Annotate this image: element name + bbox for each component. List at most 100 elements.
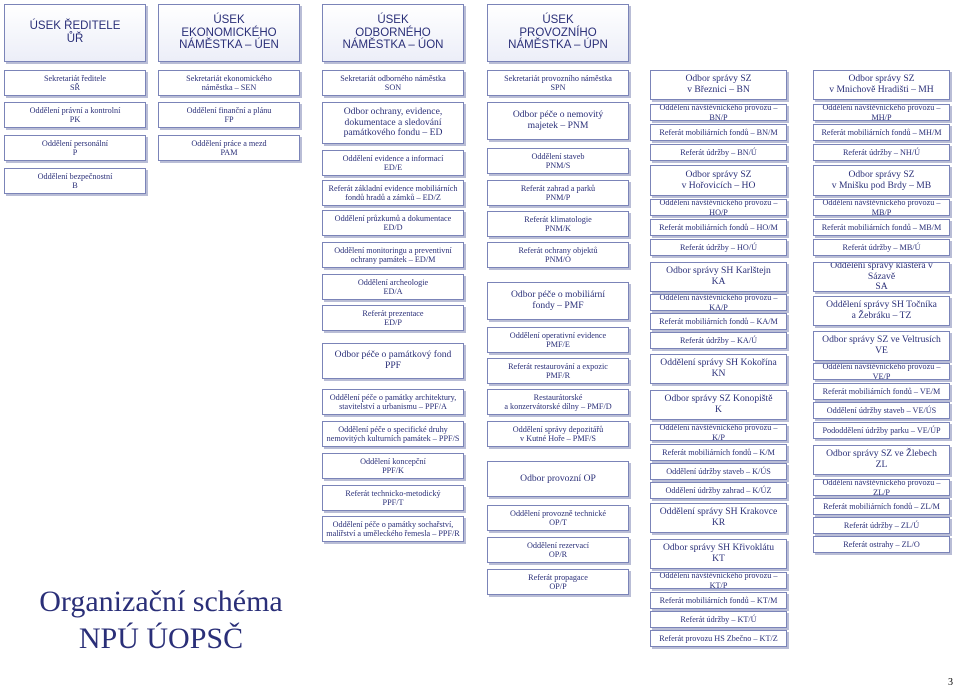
box-line: Odbor správy SZ <box>685 168 752 180</box>
box-mb-p: Oddělení návštěvnického provozu – MB/P <box>813 199 950 216</box>
box-line: Oddělení finanční a plánu <box>186 105 272 115</box>
box-bn-u: Referát údržby – BN/Ú <box>650 144 787 161</box>
box-line: Odbor provozní OP <box>520 472 596 484</box>
box-line: Sekretariát ředitele <box>43 73 107 83</box>
box-line: PK <box>69 115 81 124</box>
box-line: Oddělení průzkumů a dokumentace <box>334 213 452 223</box>
box-line: Referát klimatologie <box>524 214 592 224</box>
box-line: Odbor ochrany, evidence, <box>343 105 443 117</box>
schema-subtitle: NPÚ ÚOPSČ <box>78 622 244 655</box>
box-line: Referát propagace <box>528 572 588 582</box>
box-line: fondů hradů a zámků – ED/Z <box>345 193 441 202</box>
box-k-m: Referát mobiliárních fondů – K/M <box>650 444 787 461</box>
box-kt-u: Referát údržby – KT/Ú <box>650 611 787 628</box>
box-line: Odbor správy SZ <box>848 73 915 85</box>
box-line: SON <box>384 83 402 92</box>
box-line: Referát mobiliárních fondů – BN/M <box>659 127 778 137</box>
box-line: Oddělení archeologie <box>357 277 429 287</box>
box-ka-p: Oddělení návštěvnického provozu – KA/P <box>650 294 787 311</box>
box-line: Oddělení návštěvnického provozu – MB/P <box>822 199 941 216</box>
box-line: stavitelství a urbanismu – PPF/A <box>339 402 447 411</box>
box-line: Oddělení rezervací <box>526 540 590 550</box>
box-line: PNM/S <box>545 161 571 170</box>
box-line: OP/T <box>549 518 567 527</box>
box-line: Odbor péče o památkový fond <box>334 349 452 361</box>
box-line: Oddělení koncepční <box>360 456 426 466</box>
box-line: v Mnichově Hradišti – MH <box>829 84 934 95</box>
box-line: v Březnici – BN <box>687 84 750 95</box>
box-bn-p: Oddělení návštěvnického provozu – BN/P <box>650 104 787 121</box>
box-line: ED/D <box>383 223 403 232</box>
box-mb-u: Referát údržby – MB/Ú <box>813 239 950 256</box>
header-line: NÁMĚSTKA – ÚPN <box>508 39 608 52</box>
box-bn-m: Referát mobiliárních fondů – BN/M <box>650 124 787 141</box>
box-line: Oddělení návštěvnického provozu – KT/P <box>659 572 778 589</box>
box-mb-m: Referát mobiliárních fondů – MB/M <box>813 219 950 236</box>
box-ppf-r: Oddělení péče o památky sochařství,malíř… <box>322 516 464 542</box>
box-line: FP <box>224 115 234 124</box>
box-k-uz: Oddělení údržby zahrad – K/ÚZ <box>650 482 787 499</box>
box-line: Oddělení správy SH Kokořína <box>660 357 777 369</box>
header-line: NÁMĚSTKA – ÚON <box>342 39 444 52</box>
header-line: EKONOMICKÉHO <box>181 26 277 39</box>
box-zl-m: Referát mobiliárních fondů – ZL/M <box>813 498 950 515</box>
box-line: PNM/P <box>545 193 571 202</box>
box-line: Oddělení staveb <box>531 151 585 161</box>
box-k-p: Oddělení návštěvnického provozu – K/P <box>650 424 787 441</box>
header-line: ÚSEK <box>213 13 245 26</box>
box-line: KR <box>711 517 726 528</box>
box-line: PNM/O <box>545 255 571 264</box>
box-ve-p: Oddělení návštěvnického provozu – VE/P <box>813 363 950 380</box>
box-ho-m: Referát mobiliárních fondů – HO/M <box>650 219 787 236</box>
box-line: SA <box>875 281 888 292</box>
box-ka-m: Referát mobiliárních fondů – KA/M <box>650 313 787 330</box>
box-mh-m: Referát mobiliárních fondů – MH/M <box>813 124 950 141</box>
box-kt-p: Oddělení návštěvnického provozu – KT/P <box>650 572 787 589</box>
box-line: malířství a uměleckého řemesla – PPF/R <box>326 529 460 538</box>
box-line: Oddělení údržby staveb – VE/ÚS <box>826 405 937 415</box>
box-line: Referát mobiliárních fondů – KT/M <box>659 595 778 605</box>
box-line: PMF/E <box>546 340 570 349</box>
box-line: dokumentace a sledování <box>344 116 442 128</box>
header-line: ÚSEK <box>542 13 574 26</box>
box-zl-p: Oddělení návštěvnického provozu – ZL/P <box>813 479 950 496</box>
box-line: Oddělení péče o památky sochařství, <box>332 519 454 529</box>
box-line: Oddělení údržby staveb – K/ÚS <box>666 466 771 476</box>
box-line: Odbor správy SZ <box>848 168 915 180</box>
box-line: Referát mobiliárních fondů – KA/M <box>659 316 778 326</box>
box-line: Referát zahrad a parků <box>520 183 596 193</box>
header-line: ODBORNÉHO <box>355 26 431 39</box>
box-line: Oddělení správy depozitářů <box>512 424 604 434</box>
box-line: Oddělení návštěvnického provozu – K/P <box>659 424 778 441</box>
box-line: Restaurátorské <box>533 392 583 402</box>
box-line: Oddělení péče o památky architektury, <box>329 392 457 402</box>
box-line: Referát mobiliárních fondů – MB/M <box>821 222 942 232</box>
box-ve-us: Oddělení údržby staveb – VE/ÚS <box>813 402 950 419</box>
box-line: Odbor správy SZ <box>685 73 752 85</box>
box-line: Referát údržby – NH/Ú <box>842 147 921 157</box>
box-line: Oddělení návštěvnického provozu – ZL/P <box>822 479 941 496</box>
box-line: ZL <box>875 459 888 470</box>
box-line: P <box>72 148 78 157</box>
box-line: K <box>715 404 722 415</box>
box-line: Oddělení právní a kontrolní <box>29 105 121 115</box>
box-k-us: Oddělení údržby staveb – K/ÚS <box>650 463 787 480</box>
box-line: Sekretariát ekonomického <box>186 73 272 83</box>
box-line: Odbor péče o nemovitý <box>512 109 604 121</box>
